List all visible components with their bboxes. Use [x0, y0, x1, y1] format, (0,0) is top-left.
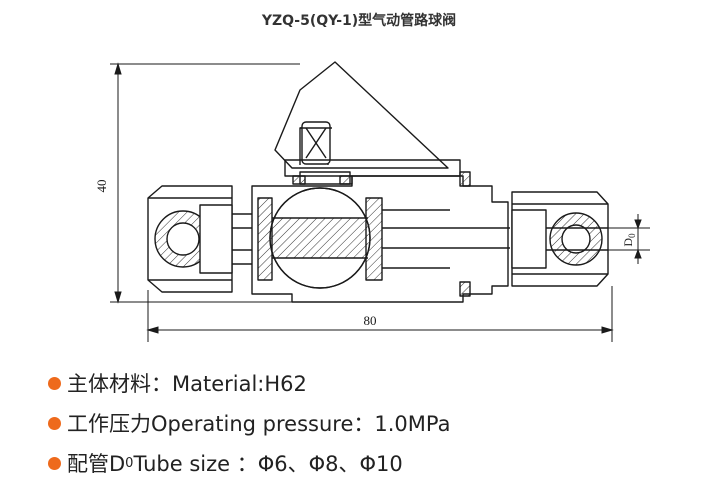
spec-tube-sub: 0: [125, 455, 134, 471]
spec-tube-suffix: Tube size ：Φ6、Φ8、Φ10: [133, 452, 403, 476]
spec-pressure: 工作压力Operating pressure：1.0MPa: [48, 408, 450, 438]
spec-material: 主体材料：Material:H62: [48, 368, 307, 398]
dim-diameter-sub: 0: [627, 233, 637, 238]
bullet-icon: [48, 376, 61, 390]
spec-tube-prefix: 配管D: [67, 452, 126, 476]
valve-drawing: 40 80 D0: [94, 61, 650, 342]
diagram-title: YZQ-5(QY-1)型气动管路球阀: [261, 13, 457, 29]
bullet-icon: [48, 456, 61, 470]
dim-width-label: 80: [364, 313, 377, 328]
valve-body: [251, 175, 509, 303]
spec-material-text: 主体材料：Material:H62: [67, 372, 307, 396]
bullet-icon: [48, 416, 61, 430]
handle-lever: [274, 61, 449, 169]
dim-height-label: 40: [94, 180, 109, 193]
dim-diameter-label: D0: [621, 233, 637, 247]
spec-pressure-text: 工作压力Operating pressure：1.0MPa: [67, 412, 451, 436]
dim-diameter-main: D: [621, 238, 635, 247]
